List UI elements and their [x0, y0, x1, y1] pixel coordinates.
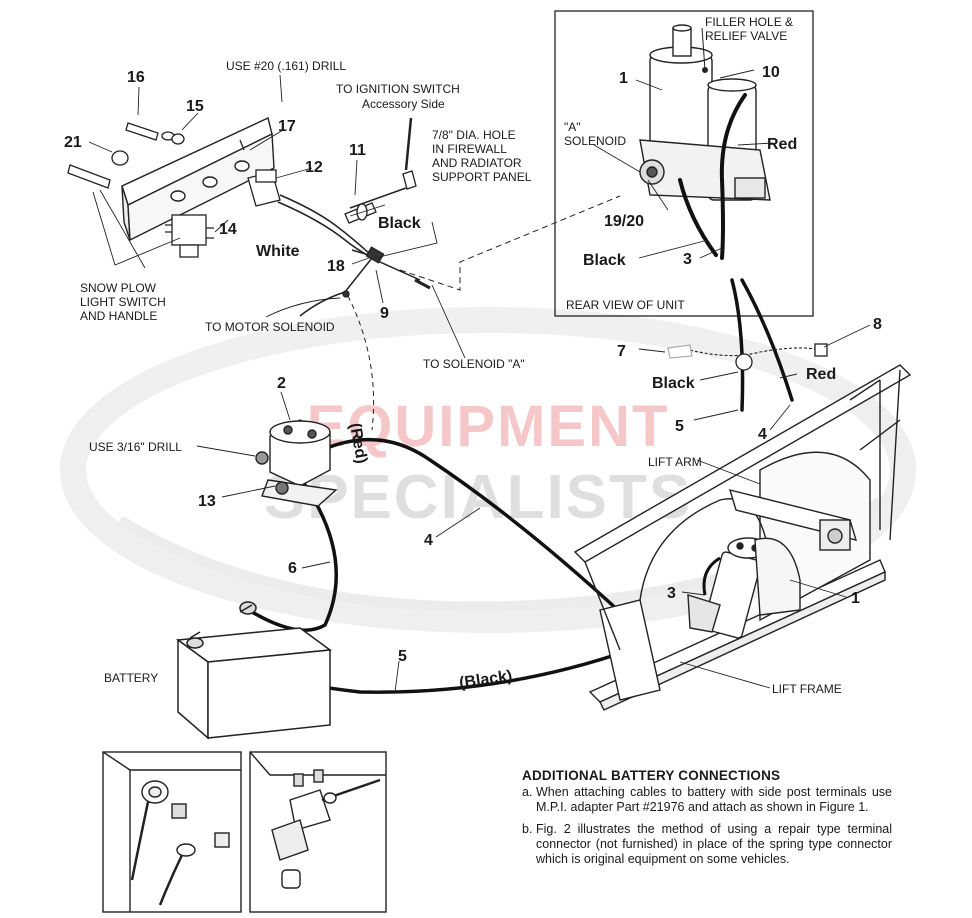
unit-cable-3: [702, 556, 721, 596]
wire-label-red-unit: Red: [767, 136, 797, 153]
dashed-wire-to-solenoid-a: [399, 195, 621, 291]
label-filler-2: RELIEF VALVE: [705, 29, 787, 43]
label-hole-2: IN FIREWALL: [432, 142, 507, 156]
callout-17: 17: [278, 118, 296, 135]
callout-19-20: 19/20: [604, 213, 644, 230]
notes-title: ADDITIONAL BATTERY CONNECTIONS: [522, 768, 781, 783]
connector-8: [814, 343, 828, 357]
label-to-motor-solenoid: TO MOTOR SOLENOID: [205, 320, 335, 334]
rear-view-cables: [678, 93, 747, 260]
callout-18: 18: [327, 258, 345, 275]
callout-14: 14: [219, 221, 237, 238]
label-a-solenoid-1: "A": [564, 120, 581, 134]
callout-12: 12: [305, 159, 323, 176]
label-filler-1: FILLER HOLE &: [705, 15, 793, 29]
bracket-fasteners: [67, 122, 245, 189]
label-plow-3: AND HANDLE: [80, 309, 157, 323]
wire-label-black-paren: (Black): [458, 668, 513, 692]
label-plow-1: SNOW PLOW: [80, 281, 157, 295]
battery: [175, 601, 333, 740]
pump-unit-rear-view: [639, 24, 771, 201]
callout-9: 9: [380, 305, 389, 322]
label-to-solenoid-a: TO SOLENOID "A": [423, 357, 525, 371]
connector-18: [342, 246, 431, 298]
ignition-connector: [402, 117, 417, 190]
connector-7: [667, 344, 693, 359]
label-ignition-1: TO IGNITION SWITCH: [336, 82, 460, 96]
wire-label-black-mid: Black: [652, 375, 695, 392]
label-lift-arm: LIFT ARM: [648, 455, 702, 469]
callout-7: 7: [617, 343, 626, 360]
callout-6: 6: [288, 560, 297, 577]
pump-unit-main: [687, 537, 801, 639]
plow-light-switch: [165, 214, 214, 258]
callout-11: 11: [349, 142, 366, 159]
callout-15: 15: [186, 98, 204, 115]
label-plow-2: LIGHT SWITCH: [80, 295, 166, 309]
wire-label-black-top: Black: [378, 215, 421, 232]
lift-arm: [728, 489, 858, 551]
callout-1b: 1: [851, 590, 860, 607]
callout-4: 4: [758, 426, 767, 443]
notes-item-text: Fig. 2 illustrates the method of using a…: [536, 822, 892, 866]
callout-5: 5: [675, 418, 684, 435]
notes-item-marker: b.: [522, 822, 533, 836]
callout-2: 2: [277, 375, 286, 392]
callout-1: 1: [619, 70, 628, 87]
wire-label-red-mid: Red: [806, 366, 836, 383]
wire-label-white: White: [256, 243, 300, 260]
label-rear-view: REAR VIEW OF UNIT: [566, 298, 685, 312]
notes-item-b: b. Fig. 2 illustrates the method of usin…: [522, 822, 892, 867]
label-hole-1: 7/8" DIA. HOLE: [432, 128, 516, 142]
relief-valve-leader: [701, 27, 706, 71]
notes-item-marker: a.: [522, 785, 533, 799]
notes-item-text: When attaching cables to battery with si…: [536, 785, 892, 814]
callout-10: 10: [762, 64, 780, 81]
motor-solenoid: [255, 419, 338, 507]
relief-valve-icon: [702, 67, 708, 73]
callout-4b: 4: [424, 532, 433, 549]
label-battery: BATTERY: [104, 671, 158, 685]
label-hole-3: AND RADIATOR: [432, 156, 522, 170]
watermark-line1: EQUIPMENT: [307, 394, 670, 459]
watermark-line2: SPECIALISTS: [264, 463, 693, 532]
callout-16: 16: [127, 69, 145, 86]
label-hole-4: SUPPORT PANEL: [432, 170, 532, 184]
label-a-solenoid-2: SOLENOID: [564, 134, 626, 148]
label-drill-316: USE 3/16" DRILL: [89, 440, 182, 454]
wire-label-red-paren: (Red): [346, 422, 370, 465]
callout-8: 8: [873, 316, 882, 333]
leader-lines: [88, 69, 871, 693]
harness-7-8: [689, 347, 821, 357]
wire-label-black-unit: Black: [583, 252, 626, 269]
battery-connection-notes: ADDITIONAL BATTERY CONNECTIONS a. When a…: [522, 768, 892, 874]
callout-3: 3: [683, 251, 692, 268]
figure-1: [102, 751, 242, 913]
switch-bracket: [121, 117, 275, 242]
grommet-icon: [735, 353, 753, 371]
rear-view-box: [554, 10, 814, 317]
label-ignition-2: Accessory Side: [362, 97, 445, 111]
notes-item-a: a. When attaching cables to battery with…: [522, 785, 892, 815]
label-lift-frame: LIFT FRAME: [772, 682, 842, 696]
figure-2: [249, 751, 387, 913]
label-drill-161: USE #20 (.161) DRILL: [226, 59, 346, 73]
callout-5b: 5: [398, 648, 407, 665]
lift-frame: [573, 364, 912, 711]
connector-12: [247, 169, 281, 207]
callout-13: 13: [198, 493, 216, 510]
callout-21: 21: [64, 134, 82, 151]
callout-3b: 3: [667, 585, 676, 602]
